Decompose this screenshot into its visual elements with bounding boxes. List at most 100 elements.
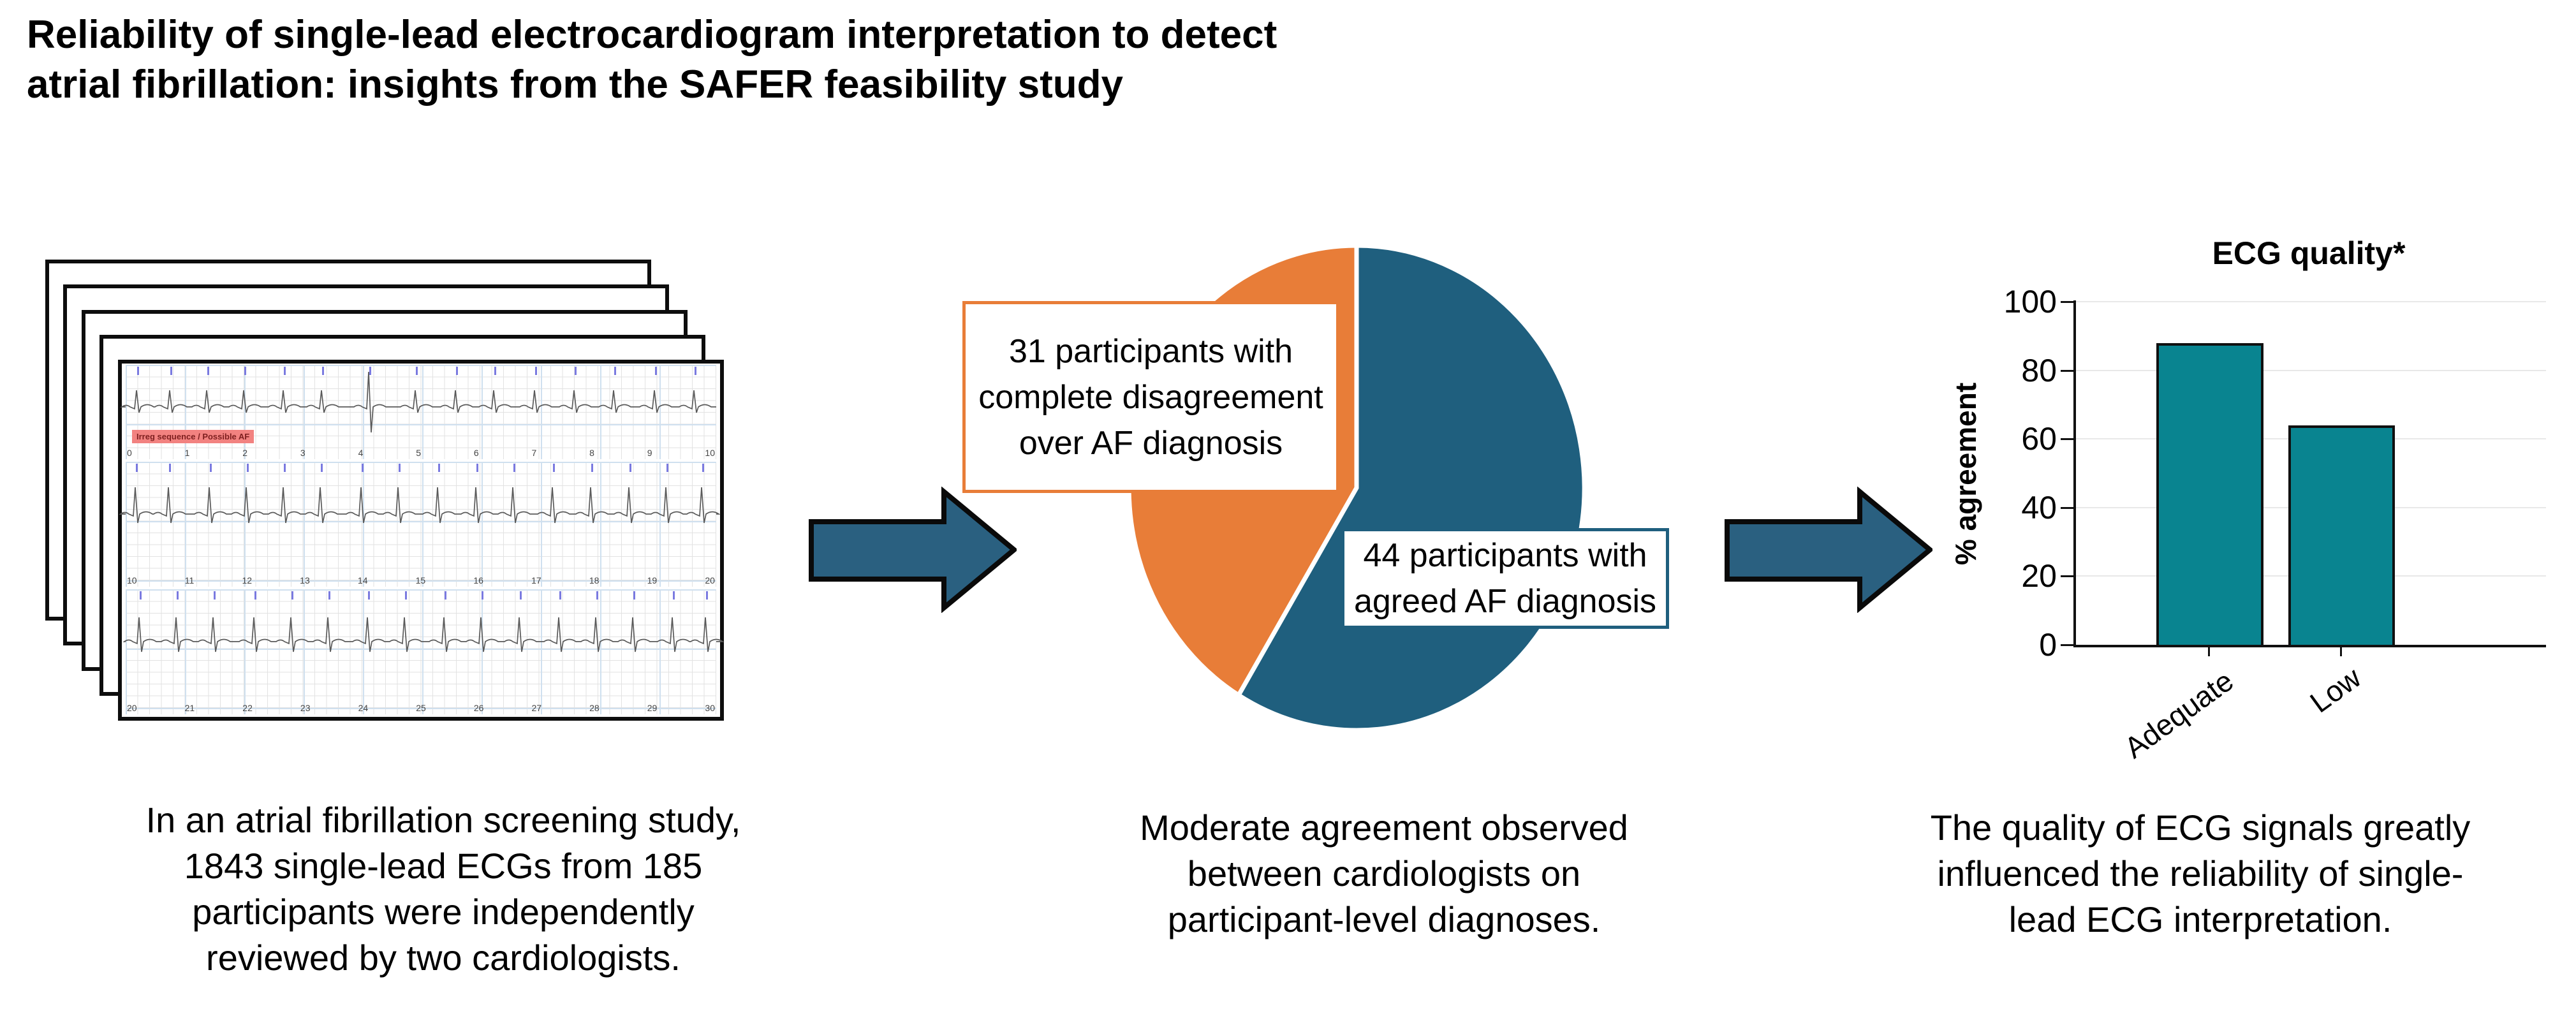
beat-marker <box>136 464 138 472</box>
x-tick-label-adequate: Adequate <box>2118 663 2240 765</box>
beat-marker <box>368 591 370 600</box>
beat-marker <box>591 464 593 472</box>
axis-number: 23 <box>300 703 311 713</box>
y-tick <box>2061 575 2073 578</box>
beat-marker <box>702 464 704 472</box>
y-tick <box>2061 438 2073 441</box>
axis-number: 10 <box>127 575 137 585</box>
caption-line: influenced the reliability of single- <box>1937 853 2464 894</box>
beat-marker <box>244 367 246 375</box>
beat-marker <box>476 464 478 472</box>
beat-marker <box>169 464 171 472</box>
y-tick <box>2061 644 2073 646</box>
beat-marker-row <box>126 367 716 376</box>
af-alert-label: Irreg sequence / Possible AF <box>132 430 254 443</box>
axis-number: 17 <box>531 575 541 585</box>
x-tick <box>2208 646 2210 656</box>
beat-marker <box>629 464 631 472</box>
x-tick <box>2340 646 2342 656</box>
page-title-line: atrial fibrillation: insights from the S… <box>27 63 1123 107</box>
beat-marker <box>322 367 324 375</box>
beat-marker <box>553 464 555 472</box>
caption-line: participant-level diagnoses. <box>1167 899 1601 939</box>
axis-number: 20 <box>705 575 715 585</box>
caption-quality: The quality of ECG signals greatly influ… <box>1795 805 2576 943</box>
beat-marker <box>140 591 142 600</box>
caption-line: 1843 single-lead ECGs from 185 <box>184 846 703 886</box>
y-tick <box>2061 301 2073 303</box>
axis-number: 12 <box>242 575 253 585</box>
bar-adequate <box>2156 342 2263 645</box>
callout-line: 44 participants with <box>1363 537 1647 574</box>
ecg-trace-svg <box>119 487 721 524</box>
axis-number: 13 <box>300 575 310 585</box>
caption-line: between cardiologists on <box>1187 853 1581 894</box>
axis-number: 1 <box>184 448 190 458</box>
time-axis-row: 10 11 12 13 14 15 16 17 18 19 20 <box>127 575 715 585</box>
beat-marker <box>695 367 696 375</box>
beat-marker <box>535 367 537 375</box>
beat-marker <box>207 367 209 375</box>
axis-number: 5 <box>416 448 421 458</box>
page-title-line: Reliability of single-lead electrocardio… <box>27 13 1277 57</box>
axis-number: 28 <box>589 703 600 713</box>
x-axis-line <box>2073 645 2546 647</box>
ecg-trace <box>122 617 725 652</box>
page-title: Reliability of single-lead electrocardio… <box>27 10 1277 110</box>
caption-line: reviewed by two cardiologists. <box>206 938 681 978</box>
beat-marker <box>405 591 407 600</box>
beat-marker <box>633 591 635 600</box>
beat-marker <box>214 591 216 600</box>
ecg-trace <box>119 487 721 524</box>
callout-line: complete disagreement <box>978 378 1323 416</box>
axis-number: 10 <box>705 448 715 458</box>
axis-number: 24 <box>358 703 369 713</box>
axis-number: 20 <box>127 703 137 713</box>
y-tick <box>2061 369 2073 372</box>
beat-marker <box>284 367 286 375</box>
x-tick-label-low: Low <box>2304 660 2367 719</box>
ecg-strip: 10 11 12 13 14 15 16 17 18 19 20 <box>119 462 721 587</box>
beat-marker <box>291 591 293 600</box>
axis-number: 26 <box>473 703 484 713</box>
axis-number: 4 <box>358 448 364 458</box>
axis-number: 15 <box>415 575 426 585</box>
beat-marker-row <box>126 591 716 600</box>
beat-marker <box>210 464 212 472</box>
beat-marker <box>482 591 483 600</box>
ecg-trace-svg <box>120 371 716 433</box>
axis-number: 6 <box>473 448 479 458</box>
beat-marker <box>362 464 364 472</box>
caption-line: lead ECG interpretation. <box>2008 899 2392 939</box>
axis-number: 7 <box>531 448 537 458</box>
beat-marker <box>137 367 139 375</box>
axis-number: 9 <box>647 448 652 458</box>
y-axis-line <box>2073 300 2076 647</box>
beat-marker <box>416 367 418 375</box>
beat-marker <box>328 591 330 600</box>
axis-number: 14 <box>357 575 368 585</box>
beat-marker <box>706 591 708 600</box>
flow-arrow-icon <box>1725 487 1932 613</box>
beat-marker <box>177 591 179 600</box>
axis-number: 19 <box>647 575 658 585</box>
axis-number: 16 <box>473 575 483 585</box>
y-tick-label: 60 <box>2021 421 2057 457</box>
callout-line: over AF diagnosis <box>1019 424 1283 462</box>
axis-number: 11 <box>184 575 195 585</box>
axis-number: 2 <box>242 448 248 458</box>
beat-marker <box>445 591 446 600</box>
y-tick-label: 100 <box>2003 284 2057 320</box>
y-tick-label: 0 <box>2039 627 2057 663</box>
beat-marker <box>456 367 458 375</box>
y-tick-label: 40 <box>2021 489 2057 526</box>
beat-marker <box>399 464 401 472</box>
pie-callout-agreed: 44 participants with agreed AF diagnosis <box>1341 528 1669 629</box>
beat-marker <box>520 591 522 600</box>
axis-number: 18 <box>589 575 600 585</box>
caption-line: In an atrial fibrillation screening stud… <box>145 800 741 840</box>
